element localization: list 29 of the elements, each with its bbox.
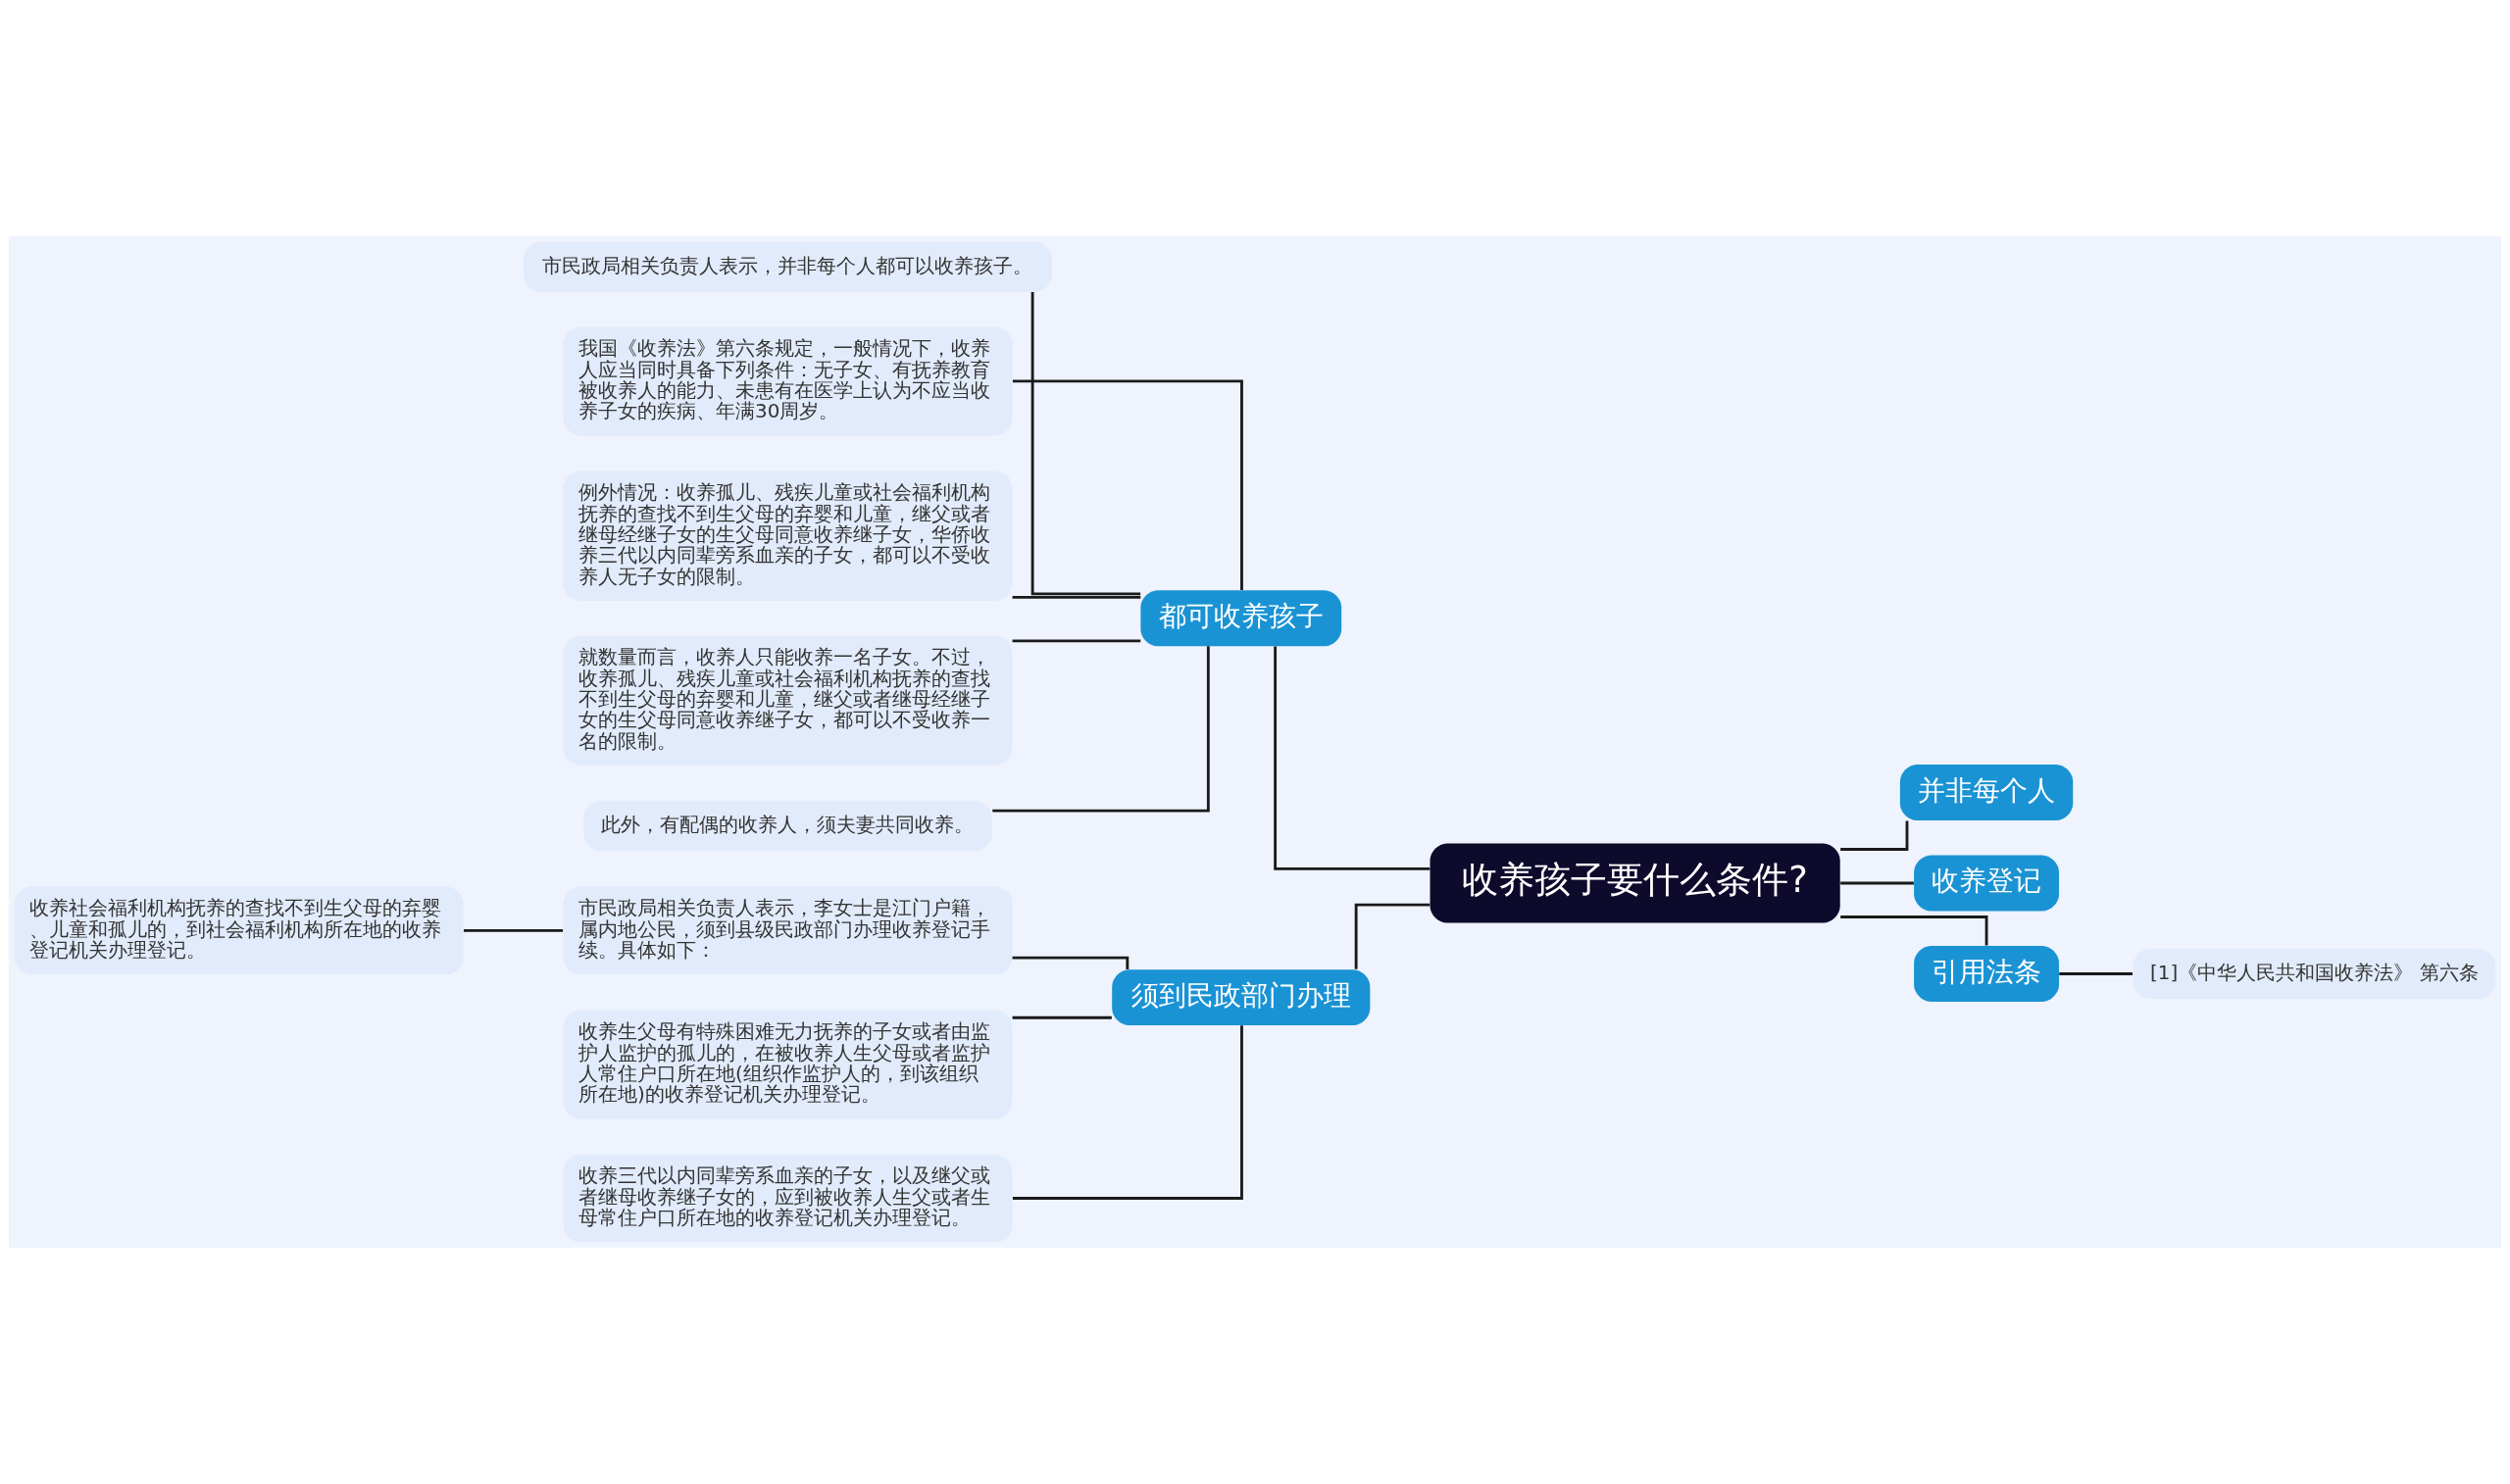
node-box: [1]《中华人民共和国收养法》 第六条 (2133, 948, 2496, 1000)
node-box: 收养社会福利机构抚养的查找不到生父母的弃婴、儿童和孤儿的，到社会福利机构所在地的收养登记机关办理登记。 (14, 886, 464, 975)
node-box: 收养孩子要什么条件? (1430, 843, 1840, 923)
connector (1012, 956, 1130, 970)
connector (1840, 881, 1914, 885)
node-box: 须到民政部门办理 (1112, 969, 1371, 1026)
node-box: 收养三代以内同辈旁系血亲的子女，以及继父或者继母收养继子女的，应到被收养人生父或者生母常住户口所在地的收养登记机关办理登记。 (563, 1154, 1013, 1243)
node-box: 并非每个人 (1899, 765, 2074, 820)
connector (1012, 1025, 1243, 1200)
connector (1012, 596, 1141, 599)
node-box: 收养登记 (1914, 855, 2060, 912)
connector (992, 646, 1210, 813)
connector (1012, 379, 1243, 591)
connector (464, 928, 564, 932)
connector (1354, 903, 1431, 969)
node-box: 市民政局相关负责人表示，李女士是江门户籍，属内地公民，须到县级民政部门办理收养登记手续。具体如下： (563, 886, 1013, 975)
node-box: 就数量而言，收养人只能收养一名子女。不过，收养孤儿、残疾儿童或社会福利机构抚养的查找不到生父母的弃婴和儿童，继父或者继母经继子女的生父母同意收养继子女，都可以不受收养一名的限制。 (563, 635, 1013, 766)
node-box: 引用法条 (1914, 946, 2060, 1002)
node-box: 市民政局相关负责人表示，并非每个人都可以收养孩子。 (523, 241, 1053, 292)
connector (2059, 972, 2133, 975)
node-box: 我国《收养法》第六条规定，一般情况下，收养人应当同时具备下列条件：无子女、有抚养教育被收养人的能力、未患有在医学上认为不应当收养子女的疾病、年满30周岁。 (563, 326, 1013, 436)
node-box: 都可收养孩子 (1140, 590, 1342, 647)
connector (1274, 646, 1431, 870)
connector (1012, 1015, 1112, 1019)
node-box: 例外情况：收养孤儿、残疾儿童或社会福利机构抚养的查找不到生父母的弃婴和儿童，继父或者继母经继子女的生父母同意收养继子女，华侨收养三代以内同辈旁系血亲的子女，都可以不受收养人无子女的限制。 (563, 470, 1013, 601)
connector (1030, 291, 1141, 596)
node-box: 此外，有配偶的收养人，须夫妻共同收养。 (583, 801, 992, 852)
connector (1012, 639, 1141, 643)
node-box: 收养生父母有特殊困难无力抚养的子女或者由监护人监护的孤儿的，在被收养人生父母或者监护人常住户口所在地(组织作监护人的，到该组织所在地)的收养登记机关办理登记。 (563, 1010, 1013, 1119)
